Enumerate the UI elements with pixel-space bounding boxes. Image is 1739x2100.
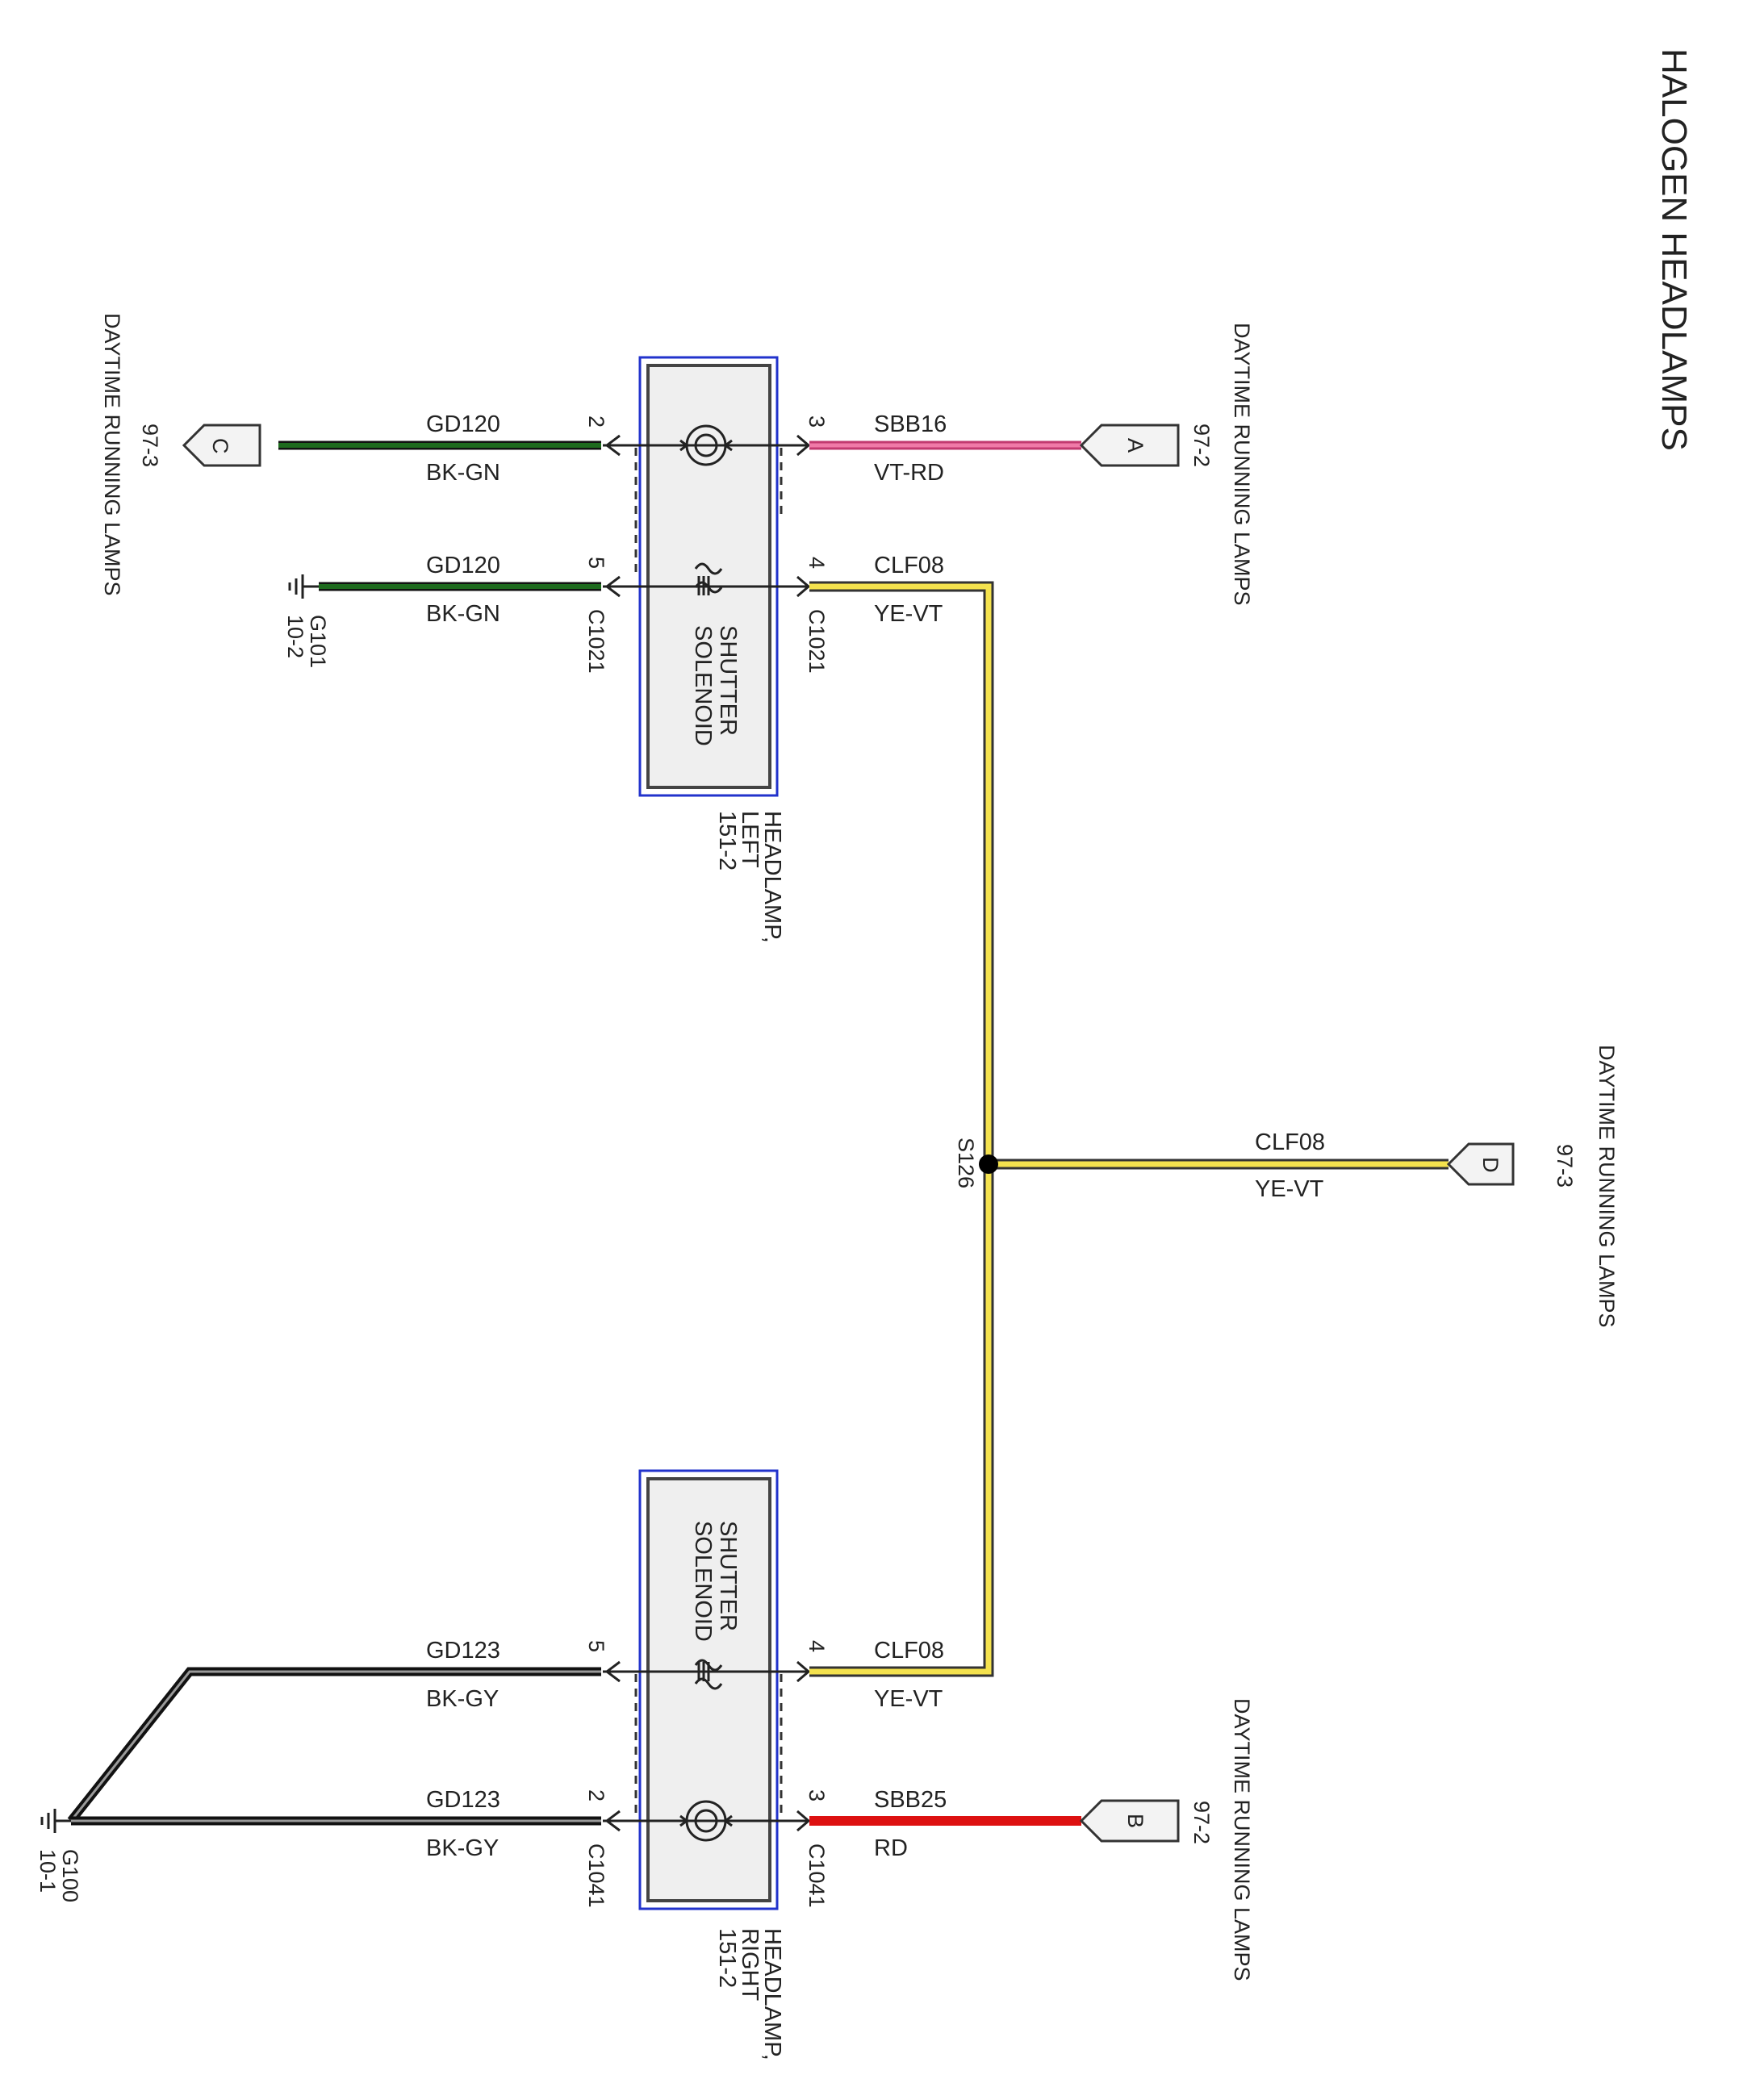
wire-label-color-2: BK-GY [426, 1835, 499, 1861]
right-connector-id-a: C1041 [584, 1843, 608, 1908]
offpage-c-text: DAYTIME RUNNING LAMPS [100, 313, 124, 596]
splice-label: S126 [954, 1138, 978, 1188]
wire-label-circuit-right: CLF08 [874, 1638, 944, 1664]
wire-label-color: RD [874, 1835, 908, 1861]
right-internal-label-1: SHUTTER [715, 1521, 741, 1631]
wire-clf08-network: CLF08 YE-VT CLF08 YE-VT CLF08 YE-VT [809, 553, 1448, 1712]
splice-s126: S126 [954, 1138, 998, 1188]
offpage-connector-a[interactable]: A 97-2 DAYTIME RUNNING LAMPS [1079, 323, 1254, 606]
ground-g100-ref: 10-1 [36, 1849, 60, 1893]
offpage-a-text: DAYTIME RUNNING LAMPS [1230, 323, 1254, 606]
wire-label-color-left: YE-VT [874, 601, 943, 627]
offpage-b-text: DAYTIME RUNNING LAMPS [1230, 1698, 1254, 1981]
offpage-d-ref: 97-3 [1553, 1144, 1577, 1188]
left-pin-4: 4 [805, 557, 829, 569]
offpage-d-text: DAYTIME RUNNING LAMPS [1595, 1045, 1619, 1328]
wire-label-circuit: SBB16 [874, 411, 947, 437]
ground-g101-id: G101 [306, 615, 330, 668]
wire-label-color: BK-GN [426, 460, 500, 486]
offpage-c-letter: C [208, 438, 232, 454]
left-headlamp-name: HEADLAMP, [759, 811, 785, 943]
wire-label-color: BK-GN [426, 601, 500, 627]
wire-label-color-right: YE-VT [874, 1686, 943, 1712]
wire-label-circuit-5: GD123 [426, 1638, 500, 1664]
right-headlamp-ref: 151-2 [714, 1928, 740, 1988]
offpage-b-letter: B [1123, 1814, 1147, 1828]
wire-label-color: VT-RD [874, 460, 944, 486]
offpage-a-ref: 97-2 [1189, 424, 1214, 467]
ground-g100: G100 10-1 [36, 1809, 82, 1902]
offpage-a-letter: A [1123, 438, 1147, 453]
right-internal-label-2: SOLENOID [690, 1521, 716, 1642]
offpage-connector-c[interactable]: C 97-3 DAYTIME RUNNING LAMPS [100, 313, 261, 596]
left-pin-2: 2 [584, 415, 608, 428]
diagram-title: HALOGEN HEADLAMPS [1654, 48, 1694, 451]
left-headlamp: SHUTTER SOLENOID 2 5 3 4 [584, 356, 829, 943]
ground-g101: G101 10-2 [283, 574, 330, 668]
right-headlamp-side: RIGHT [737, 1928, 763, 2002]
left-pin-5: 5 [584, 557, 608, 569]
wire-label-circuit-left: CLF08 [874, 553, 944, 578]
wire-label-circuit: GD120 [426, 553, 500, 578]
right-headlamp-name: HEADLAMP, [759, 1928, 785, 2060]
wire-label-color-d: YE-VT [1255, 1176, 1324, 1202]
left-connector-id-b: C1021 [805, 609, 829, 674]
offpage-connector-d[interactable]: D 97-3 DAYTIME RUNNING LAMPS [1446, 1045, 1619, 1328]
wire-label-color-5: BK-GY [426, 1686, 499, 1712]
offpage-connector-b[interactable]: B 97-2 DAYTIME RUNNING LAMPS [1079, 1698, 1254, 1981]
left-headlamp-side: LEFT [737, 811, 763, 868]
offpage-c-ref: 97-3 [138, 424, 162, 467]
wire-label-circuit: GD120 [426, 411, 500, 437]
left-pin-3: 3 [805, 415, 829, 428]
right-pin-2: 2 [584, 1789, 608, 1801]
right-connector-id-b: C1041 [805, 1843, 829, 1908]
wire-label-circuit: SBB25 [874, 1787, 947, 1813]
offpage-b-ref: 97-2 [1189, 1801, 1214, 1844]
wire-gd120-left-2: GD120 BK-GN [278, 411, 601, 486]
left-connector-id-a: C1021 [584, 609, 608, 674]
offpage-d-letter: D [1478, 1157, 1503, 1173]
wire-label-circuit-d: CLF08 [1255, 1129, 1325, 1155]
right-headlamp: SHUTTER SOLENOID 5 2 4 3 C1041 C1041 HEA… [584, 1469, 829, 2060]
right-pin-4: 4 [805, 1640, 829, 1652]
wire-gd120-left-5: GD120 BK-GN [319, 553, 601, 627]
right-pin-3: 3 [805, 1789, 829, 1801]
right-pin-5: 5 [584, 1640, 608, 1652]
ground-g101-ref: 10-2 [283, 615, 307, 658]
wire-gd123: GD123 BK-GY GD123 BK-GY [67, 1638, 601, 1861]
ground-g100-id: G100 [58, 1849, 82, 1902]
wire-sbb16: SBB16 VT-RD [809, 411, 1081, 486]
left-headlamp-ref: 151-2 [714, 811, 740, 870]
wire-label-circuit-2: GD123 [426, 1787, 500, 1813]
left-internal-label-1: SHUTTER [715, 625, 741, 736]
left-internal-label-2: SOLENOID [690, 625, 716, 746]
wire-sbb25: SBB25 RD [809, 1787, 1081, 1861]
